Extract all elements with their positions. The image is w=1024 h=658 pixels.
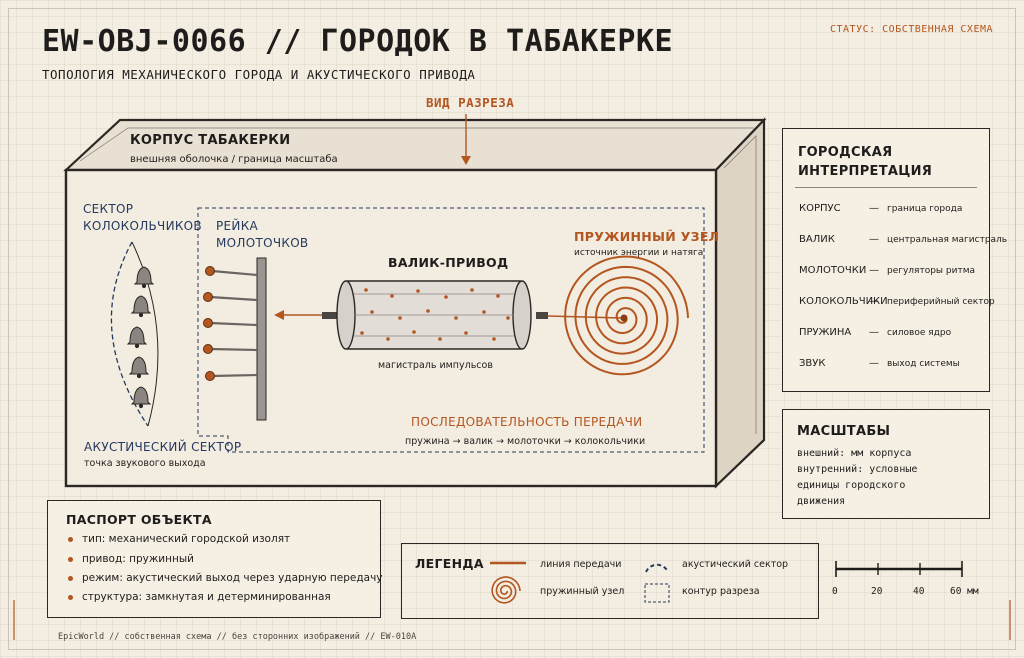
bell	[128, 356, 150, 379]
hammers-title-1: РЕЙКА	[216, 219, 259, 233]
section-view-label: ВИД РАЗРЕЗА	[426, 95, 515, 110]
interpretation-title-2: ИНТЕРПРЕТАЦИЯ	[798, 164, 933, 179]
bell	[126, 326, 148, 349]
legend-spring-label: пружинный узел	[540, 586, 625, 597]
bell	[130, 295, 152, 318]
scale-tick-label: 40	[913, 586, 925, 597]
spring-title: ПРУЖИННЫЙ УЗЕЛ	[574, 229, 720, 244]
legend-panel	[401, 543, 819, 619]
legend-icons	[490, 561, 670, 604]
corner-mark-bottom	[13, 600, 1011, 640]
hammer-head	[203, 344, 213, 354]
page-title: EW-OBJ-0066 // ГОРОДОК В ТАБАКЕРКЕ	[42, 24, 674, 59]
hammer-head	[203, 292, 213, 302]
scale-tick-label: 0	[832, 586, 838, 597]
legend-acoustic-icon	[645, 563, 669, 573]
passport-item: режим: акустический выход через ударную …	[68, 572, 383, 584]
passport-item: тип: механический городской изолят	[68, 533, 290, 545]
interpretation-row: КОРПУС—граница города	[799, 203, 963, 214]
bells-title-2: КОЛОКОЛЬЧИКОВ	[83, 219, 202, 233]
spring-caption: источник энергии и натяга	[574, 248, 704, 258]
spring-coil	[547, 255, 689, 376]
sequence-text: пружина → валик → молоточки → колокольчи…	[405, 436, 646, 447]
bell	[130, 386, 152, 409]
interpretation-row: МОЛОТОЧКИ—регуляторы ритма	[799, 265, 976, 276]
drum-caption: магистраль импульсов	[378, 360, 493, 371]
passport-title: ПАСПОРТ ОБЪЕКТА	[66, 512, 212, 527]
acoustic-caption: точка звукового выхода	[84, 458, 206, 469]
sequence-title: ПОСЛЕДОВАТЕЛЬНОСТЬ ПЕРЕДАЧИ	[411, 415, 643, 429]
interpretation-row: ВАЛИК—центральная магистраль	[799, 234, 1008, 245]
scales-text: внешний: мм корпуса внутренний: условные…	[797, 448, 918, 507]
legend-cut-label: контур разреза	[682, 586, 760, 597]
interpretation-row: КОЛОКОЛЬЧИКИ—периферийный сектор	[799, 296, 995, 307]
scale-bar	[835, 561, 963, 577]
bells-title-1: СЕКТОР	[83, 202, 134, 216]
bell-sector-arc	[131, 241, 159, 427]
cut-contour	[197, 207, 705, 453]
interpretation-divider	[795, 187, 977, 188]
outer-frame	[8, 8, 1016, 650]
corner-marks	[13, 600, 1011, 640]
interpretation-row: ПРУЖИНА—силовое ядро	[799, 327, 952, 338]
rail-bar	[256, 257, 267, 421]
legend-spring-spiral	[491, 576, 521, 604]
passport-panel: ПАСПОРТ ОБЪЕКТА тип: механический городс…	[47, 500, 383, 618]
scale-tick-label: 60 мм	[950, 586, 979, 597]
scales-title: МАСШТАБЫ	[797, 424, 891, 439]
interpretation-row: ЗВУК—выход системы	[799, 358, 960, 369]
interpretation-title-1: ГОРОДСКАЯ	[798, 145, 893, 160]
footer-note: EpicWorld // собственная схема // без ст…	[58, 632, 417, 642]
transmission-arrow	[274, 310, 322, 320]
drum	[322, 280, 548, 350]
hammer-rail	[203, 257, 267, 421]
legend-spring-icon	[491, 576, 521, 604]
drum-title: ВАЛИК-ПРИВОД	[388, 255, 509, 270]
box-subtitle: внешняя оболочка / граница масштаба	[130, 154, 338, 165]
hammer-head	[205, 371, 215, 381]
legend-title: ЛЕГЕНДА	[415, 556, 484, 571]
passport-item: привод: пружинный	[68, 553, 194, 565]
hammer-head	[203, 318, 213, 328]
spring-core	[620, 314, 628, 322]
page-subtitle: ТОПОЛОГИЯ МЕХАНИЧЕСКОГО ГОРОДА И АКУСТИЧ…	[42, 67, 476, 82]
scale-tick-label: 20	[871, 586, 883, 597]
scales-panel: МАСШТАБЫ внешний: мм корпуса внутренний:…	[782, 409, 990, 519]
hammers-title-2: МОЛОТОЧКОВ	[216, 236, 309, 250]
acoustic-title: АКУСТИЧЕСКИЙ СЕКТОР	[84, 440, 242, 454]
legend-acoustic-label: акустический сектор	[682, 559, 789, 570]
bells-group	[126, 266, 155, 409]
passport-item: структура: замкнутая и детерминированная	[68, 591, 331, 603]
status-badge: СТАТУС: СОБСТВЕННАЯ СХЕМА	[830, 24, 994, 35]
box-side-face	[714, 117, 766, 489]
box-title: КОРПУС ТАБАКЕРКИ	[130, 133, 291, 148]
interpretation-panel: ГОРОДСКАЯ ИНТЕРПРЕТАЦИЯ КОРПУС—граница г…	[782, 128, 1007, 392]
legend-cut-icon	[644, 583, 670, 603]
section-view-arrow	[461, 114, 471, 165]
hammer-head	[205, 266, 215, 276]
legend-transmission-label: линия передачи	[540, 559, 622, 570]
bell	[133, 266, 155, 289]
